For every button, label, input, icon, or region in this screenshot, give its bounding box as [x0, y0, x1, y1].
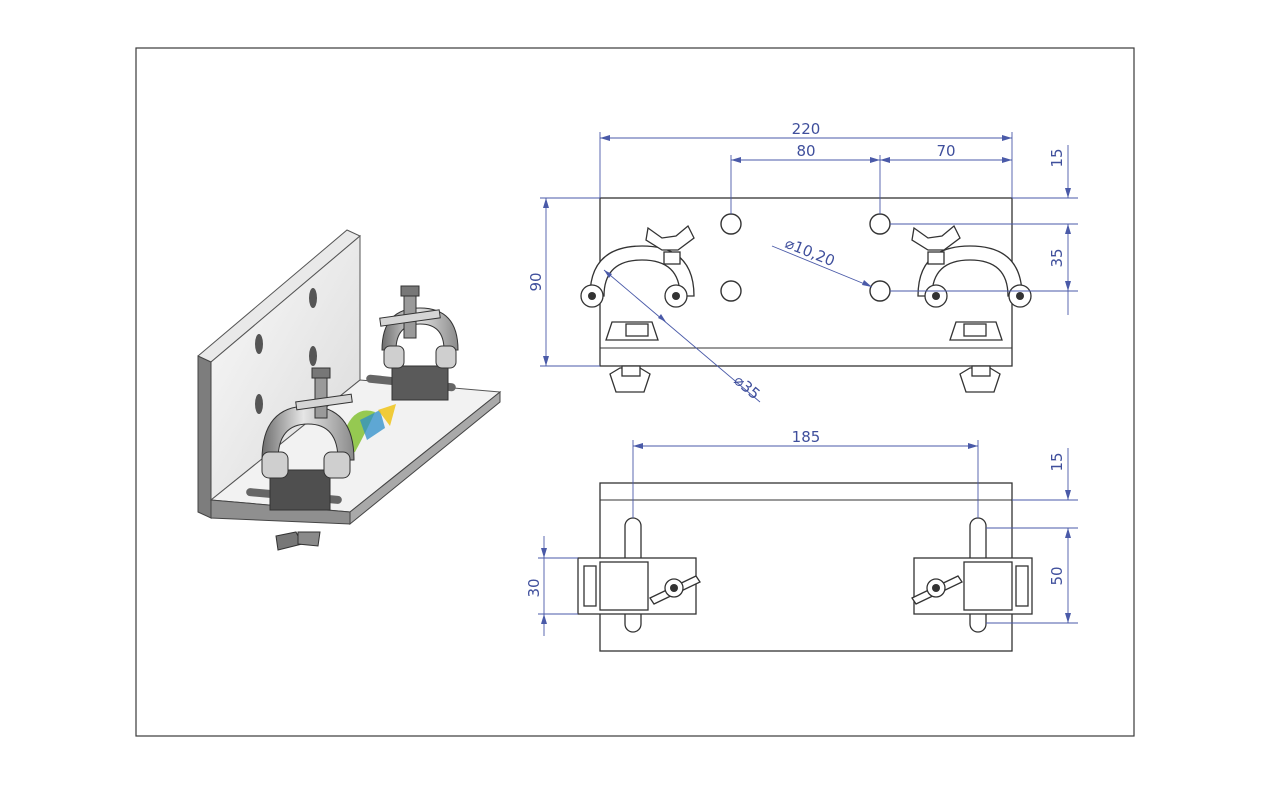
dim-70-label: 70: [936, 142, 955, 160]
dim-50-label: 50: [1048, 566, 1066, 585]
dim-185: 185: [632, 428, 979, 518]
dim-70: 70: [880, 142, 1012, 163]
dim-30-label: 30: [525, 578, 543, 597]
front-hole: [869, 280, 891, 302]
plan-clamp-left: [577, 557, 701, 615]
front-clamp-left: [580, 224, 695, 393]
dim-35: 35: [890, 224, 1078, 315]
iso-hole: [309, 346, 317, 366]
drawing-frame: [135, 47, 1135, 737]
iso-hole: [309, 288, 317, 308]
iso-clamp-front: [261, 367, 355, 551]
front-hole: [869, 213, 891, 235]
dim-35-label: 35: [1048, 248, 1066, 267]
iso-hole: [255, 334, 263, 354]
iso-base-plate-side-edge: [349, 390, 501, 526]
front-plate: [599, 197, 1013, 367]
dim-tube-diameter-label: ⌀35: [730, 371, 763, 403]
dim-30: 30: [525, 536, 578, 636]
dim-50: 50: [986, 528, 1078, 624]
dim-15-bottom-label: 15: [1048, 452, 1066, 471]
front-clamp-right: [911, 224, 1032, 393]
dim-220-label: 220: [792, 120, 821, 138]
dim-90-label: 90: [527, 272, 545, 291]
front-view: 220 80 70 90: [527, 120, 1078, 403]
dim-185-label: 185: [792, 428, 821, 446]
iso-vertical-plate-edge: [197, 355, 212, 519]
dim-80-label: 80: [796, 142, 815, 160]
iso-clamp-rear: [379, 285, 459, 401]
plan-view: 185 15 50 30: [525, 428, 1078, 652]
front-hole: [720, 280, 742, 302]
dim-15-top: 15: [890, 145, 1078, 234]
front-hole: [720, 213, 742, 235]
plan-clamp-right: [911, 557, 1033, 615]
isometric-view: [197, 229, 502, 551]
dim-80: 80: [730, 142, 881, 214]
dim-15-top-label: 15: [1048, 148, 1066, 167]
iso-hole: [255, 394, 263, 414]
dim-90: 90: [527, 197, 600, 367]
dim-220: 220: [599, 120, 1013, 198]
